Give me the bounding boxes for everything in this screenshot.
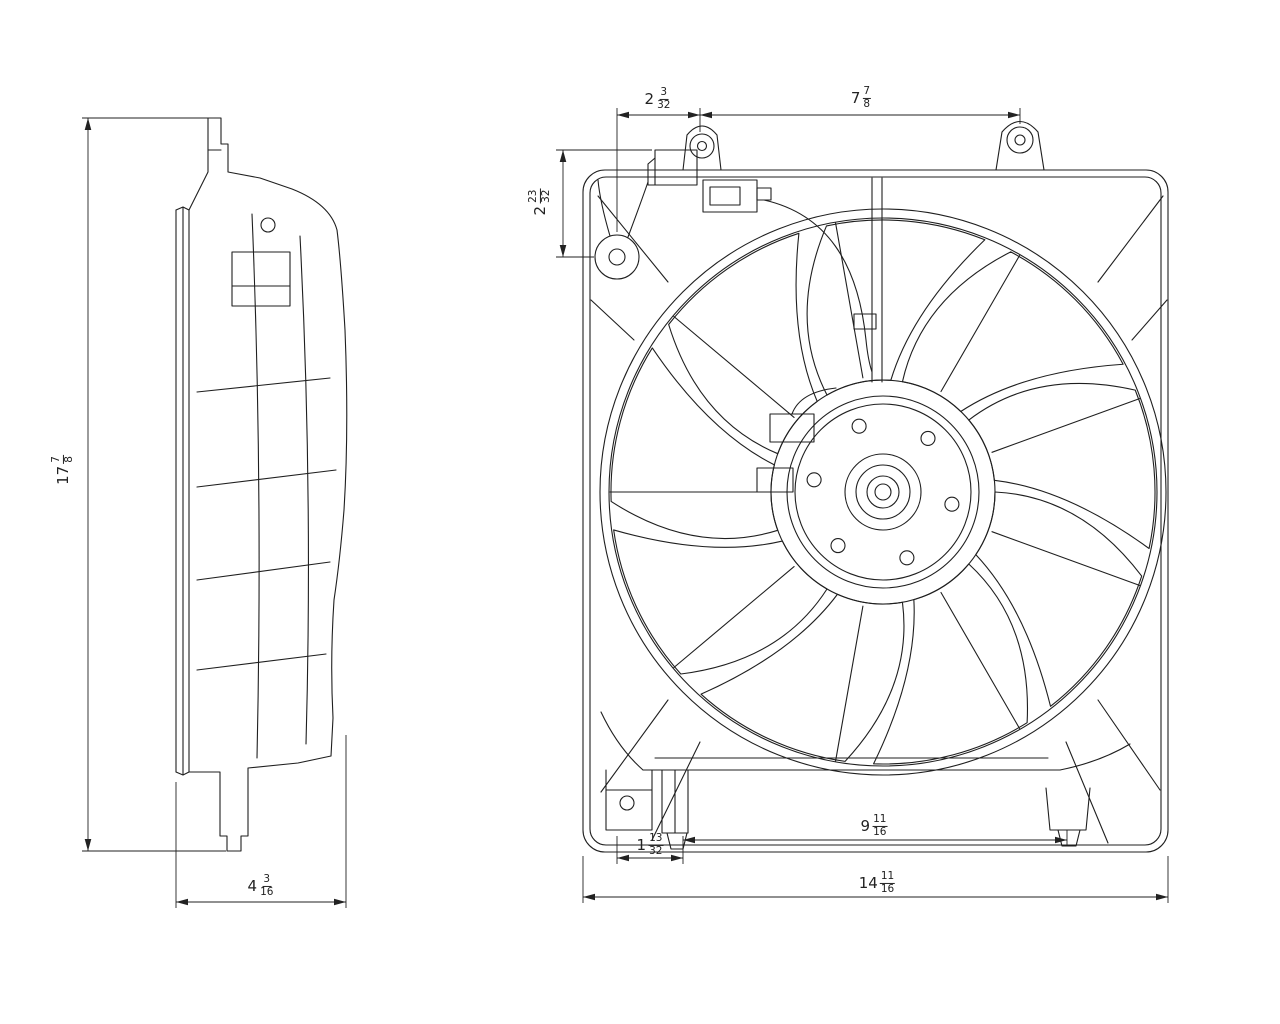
- side-top-tab: [188, 117, 338, 231]
- dimension-lines: [82, 108, 1169, 908]
- dim-fraction: 11 16: [872, 812, 888, 838]
- dim-fraction: 13 32: [648, 831, 664, 857]
- dim-fraction: 3 32: [657, 85, 671, 111]
- mounting-tab-right: [995, 120, 1045, 171]
- dim-whole: 2: [644, 89, 655, 108]
- foot-middle: [661, 769, 689, 850]
- dim-whole: 2: [530, 205, 549, 216]
- mounting-tab-left: [682, 125, 722, 171]
- dim-fraction: 7 8: [49, 455, 75, 464]
- dim-label-front-tab-offset: 2 3 32: [644, 85, 672, 111]
- dim-label-side-height: 17 7 8: [49, 455, 75, 485]
- stator-struts: [609, 222, 1141, 762]
- foot-right: [1045, 787, 1091, 847]
- front-view: [566, 120, 1220, 853]
- corner-webbing: [590, 195, 1168, 844]
- dim-whole: 14: [858, 873, 878, 892]
- dim-label-side-depth: 4 3 16: [247, 872, 275, 898]
- dim-whole: 1: [636, 835, 647, 854]
- mounting-hole-top-left: [594, 179, 649, 280]
- fan-ring: [599, 208, 1167, 776]
- dim-whole: 9: [860, 816, 871, 835]
- side-shroud-edge: [175, 206, 190, 776]
- connector: [702, 179, 772, 213]
- dim-label-front-feet-span: 9 11 16: [860, 812, 888, 838]
- dim-whole: 4: [247, 876, 258, 895]
- side-right-profile: [330, 229, 348, 757]
- top-bracket: [647, 149, 698, 186]
- dim-whole: 7: [850, 88, 861, 107]
- side-view: [175, 117, 348, 852]
- dim-fraction: 3 16: [260, 872, 274, 898]
- bottom-band: [600, 711, 1131, 771]
- dim-fraction: 23 32: [526, 188, 552, 204]
- side-internal-detail: [196, 213, 337, 759]
- wire-harness: [756, 177, 883, 493]
- dim-label-front-tab-span: 7 7 8: [850, 84, 872, 110]
- dim-label-front-overall-width: 14 11 16: [858, 869, 896, 895]
- dim-fraction: 11 16: [879, 869, 896, 895]
- shroud-frame: [582, 169, 1169, 853]
- dim-whole: 17: [53, 465, 72, 485]
- dim-fraction: 7 8: [862, 84, 872, 110]
- motor-hub: [770, 379, 996, 605]
- foot-left: [605, 769, 653, 831]
- side-bottom-foot: [188, 755, 332, 852]
- dim-label-front-hole-offset: 2 23 32: [526, 188, 552, 216]
- dim-label-front-foot-width: 1 13 32: [636, 831, 664, 857]
